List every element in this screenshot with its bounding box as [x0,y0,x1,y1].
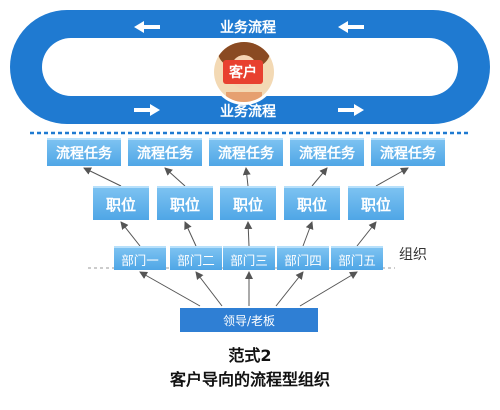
flow-label-bottom: 业务流程 [220,104,276,120]
arrow-group [83,167,409,307]
arrow-dept-to-position-2 [184,221,197,247]
arrow-leader-to-dept-5 [299,271,358,307]
arrow-right-icon [338,104,364,116]
department-box-4: 部门四 [277,246,329,270]
arrow-leader-to-dept-1 [139,271,201,307]
position-box-2: 职位 [157,186,213,220]
position-box-3: 职位 [220,186,276,220]
org-label: 组织 [399,247,427,263]
arrow-dept-to-position-3 [244,221,253,247]
arrow-left-icon [338,21,364,33]
position-box-1: 职位 [93,186,149,220]
arrow-leader-to-dept-2 [195,271,223,307]
customer-label: 客户 [223,60,263,84]
arrow-dept-to-position-5 [356,221,377,247]
leader-box: 领导/老板 [180,308,318,332]
arrow-leader-to-dept-4 [275,271,304,307]
flow-label-top: 业务流程 [220,20,276,36]
department-box-5: 部门五 [331,246,383,270]
arrow-position-to-task-4 [311,167,328,187]
arrow-position-to-task-5 [375,167,409,187]
arrow-position-to-task-1 [83,167,122,187]
task-box-4: 流程任务 [290,138,364,166]
task-box-2: 流程任务 [128,138,202,166]
arrow-dept-to-position-1 [120,221,141,247]
caption-subtitle: 客户导向的流程型组织 [169,370,330,389]
caption-title: 范式2 [228,346,272,365]
position-box-5: 职位 [348,186,404,220]
arrow-dept-to-position-4 [302,221,314,247]
task-box-3: 流程任务 [209,138,283,166]
department-box-3: 部门三 [223,246,275,270]
task-box-5: 流程任务 [371,138,445,166]
arrow-position-to-task-2 [164,167,186,187]
arrow-left-icon [134,21,160,33]
department-box-2: 部门二 [170,246,222,270]
department-box-1: 部门一 [114,246,166,270]
arrow-right-icon [134,104,160,116]
task-box-1: 流程任务 [47,138,121,166]
position-box-4: 职位 [284,186,340,220]
arrow-position-to-task-3 [242,167,251,187]
